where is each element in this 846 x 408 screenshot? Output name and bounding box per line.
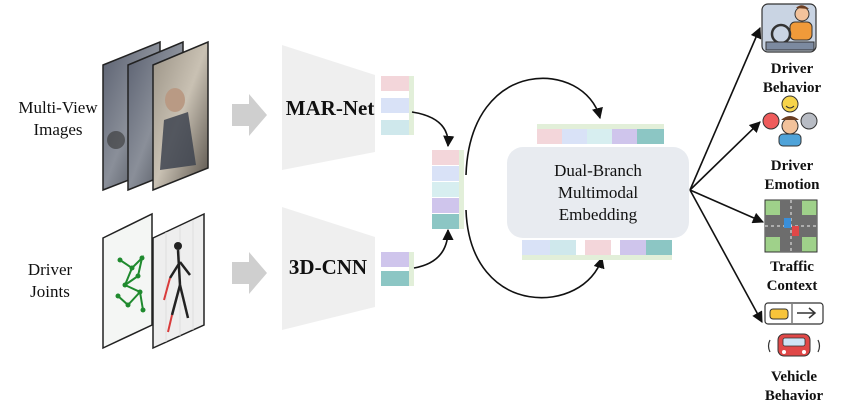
upper-embedding-vector — [537, 124, 664, 144]
arrow-cnn-to-concat — [413, 228, 454, 269]
driver-behavior-label-line2: Behavior — [763, 80, 822, 96]
joints-frame-2 — [152, 212, 205, 350]
lower-embedding-vector — [522, 240, 672, 260]
pose-skeleton — [168, 249, 191, 319]
arrow-to-traffic-context — [689, 189, 765, 224]
vehicle-behavior-label-line1: Vehicle — [771, 369, 817, 385]
driver-emotion-label-line2: Emotion — [764, 177, 820, 193]
mar-net-block — [282, 45, 375, 170]
driver-joints-label-line1: Driver — [28, 260, 73, 279]
multi-view-label-line1: Multi-View — [18, 98, 98, 117]
driver-face-shape — [165, 88, 185, 112]
3d-cnn-label: 3D-CNN — [289, 255, 367, 279]
arrow-concat-to-upper-vector — [465, 77, 603, 176]
driver-emotion-label-line1: Driver — [771, 158, 814, 174]
driver-body-shape — [160, 112, 196, 170]
concatenated-feature-vector — [432, 150, 464, 229]
mar-net-feature-vector — [381, 76, 414, 135]
steering-wheel-shape — [107, 131, 125, 149]
arrow-to-driver-behavior — [689, 26, 762, 191]
driver-emotion-icon — [762, 95, 818, 147]
driver-joints-label-line2: Joints — [30, 282, 70, 301]
driver-behavior-label-line1: Driver — [771, 61, 814, 77]
dual-branch-embedding-box — [507, 147, 689, 238]
output-arrows — [689, 26, 765, 323]
3d-cnn-block — [282, 207, 375, 330]
traffic-context-icon — [764, 199, 818, 253]
pose-head — [174, 242, 182, 250]
vehicle-behavior-icon — [764, 302, 824, 357]
arrow-to-driver-emotion — [689, 121, 761, 191]
traffic-context-label-line1: Traffic — [770, 259, 814, 275]
arrow-concat-to-lower-vector — [465, 209, 605, 299]
vehicle-behavior-label-line2: Behavior — [765, 388, 824, 404]
driver-joints-stack — [102, 212, 205, 350]
gray-arrow-bottom — [232, 252, 267, 294]
multi-view-label-line2: Images — [33, 120, 82, 139]
gray-arrow-top — [232, 94, 267, 136]
mar-net-label: MAR-Net — [286, 96, 375, 120]
joint-nodes — [115, 255, 146, 313]
embedding-label-line2: Multimodal — [558, 183, 639, 202]
arrow-to-vehicle-behavior — [689, 189, 763, 323]
embedding-label-line3: Embedding — [559, 205, 638, 224]
arrow-mar-to-concat — [411, 111, 455, 148]
traffic-context-label-line2: Context — [767, 278, 818, 294]
embedding-label-line1: Dual-Branch — [554, 161, 642, 180]
3d-cnn-feature-vector — [381, 252, 414, 286]
driver-behavior-icon — [761, 3, 817, 53]
multi-view-image-stack — [102, 40, 209, 192]
pose-skeleton-red — [163, 277, 173, 333]
